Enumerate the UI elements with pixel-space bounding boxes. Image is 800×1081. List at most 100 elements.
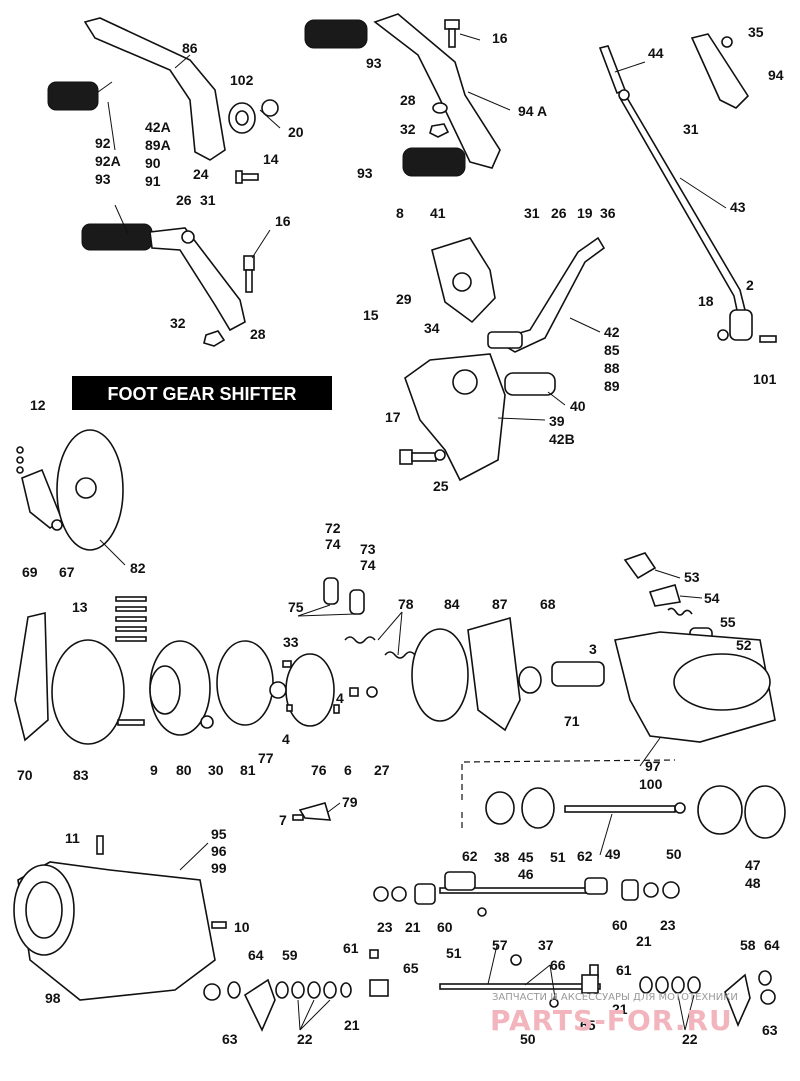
part-label: 32 [400,121,416,137]
part-label: 44 [648,45,664,61]
cover-plate-41 [431,237,496,324]
part-label: 63 [762,1022,778,1038]
washer-37 [510,954,522,966]
part-label: 97 [645,758,661,774]
washer-31b [618,89,630,101]
part-label: 62 [462,848,478,864]
screw-7 [292,814,304,821]
part-label: 26 [551,205,567,221]
pins-4 [286,704,340,714]
part-label: 36 [600,205,616,221]
clamp-60b [621,879,639,901]
screw-11 [96,835,104,855]
washer-21a [391,886,407,902]
part-label: 24 [193,166,209,182]
part-label: 84 [444,596,460,612]
bolt-101 [759,335,777,343]
part-label: 33 [283,634,299,650]
part-label: 101 [753,371,777,387]
rod-57 [439,983,601,990]
washer-18 [717,329,729,341]
part-label: 64 [764,937,780,953]
part-label: 73 [360,541,376,557]
washer-20 [261,99,279,117]
part-label: 37 [538,937,554,953]
part-label: 94 A [518,103,547,119]
part-label: 61 [616,962,632,978]
part-label: 64 [248,947,264,963]
part-label: 43 [730,199,746,215]
washer-28b [432,102,448,114]
part-label: 72 [325,520,341,536]
cover-82 [56,429,124,551]
watermark-logo: PARTS-FOR.RU [490,1004,733,1037]
part-label: 14 [263,151,279,167]
washer-50b [549,998,559,1008]
plunger-72 [323,577,339,605]
footpeg-rubber-93b [304,19,368,49]
clip-54 [648,584,682,607]
washers-22a [275,981,352,999]
part-label: 60 [612,917,628,933]
block-65a [369,979,389,997]
part-label: 59 [282,947,298,963]
part-label: 100 [639,776,663,792]
part-label: 86 [182,40,198,56]
part-label: 46 [518,866,534,882]
part-label: 34 [424,320,440,336]
bolt-17 [399,449,437,465]
part-label: 32 [170,315,186,331]
part-label: 76 [311,762,327,778]
part-label: 89A [145,137,171,153]
shifter-lever-86 [83,17,226,161]
nut-67 [51,519,63,531]
part-label: 65 [580,1017,596,1033]
plate-87 [467,616,521,732]
spacer-102 [228,102,256,134]
part-label: 91 [145,173,161,189]
guide-line [461,759,676,800]
bolt-53 [623,552,657,580]
part-label: 20 [288,124,304,140]
bearing-38 [485,791,515,825]
cover-76 [269,653,335,727]
part-label: 19 [577,205,593,221]
clamp-60a [414,883,436,905]
shifter-lever-42 [487,236,606,353]
part-label: 98 [45,990,61,1006]
part-label: 31 [683,121,699,137]
part-label: 68 [540,596,556,612]
part-label: 2 [746,277,754,293]
transmission-case-97 [614,631,776,743]
pin-61a [369,949,379,959]
part-label: 21 [405,919,421,935]
washers-22b [639,976,701,994]
gear-45 [521,787,555,829]
part-label: 51 [550,849,566,865]
screw-6 [349,687,359,697]
nut-32b [429,123,450,138]
footpeg-rubber-93a [81,223,153,251]
washer-68 [518,666,542,694]
part-label: 27 [374,762,390,778]
nut-63a [203,983,221,1001]
part-label: 16 [275,213,291,229]
bolt-16b [444,19,460,48]
part-label: 70 [17,767,33,783]
plunger-73 [349,589,365,615]
part-label: 51 [446,945,462,961]
part-label: 8 [396,205,404,221]
shifter-lever-94A [373,13,501,169]
part-label: 93 [357,165,373,181]
washer-64b [758,970,772,986]
bolt-16a [243,255,255,293]
part-label: 28 [250,326,266,342]
leader-lines [99,33,727,1031]
part-label: 35 [748,24,764,40]
part-label: 62 [577,848,593,864]
part-label: 90 [145,155,161,171]
washer-50a [674,802,686,814]
part-label: 78 [398,596,414,612]
part-label: 15 [363,307,379,323]
